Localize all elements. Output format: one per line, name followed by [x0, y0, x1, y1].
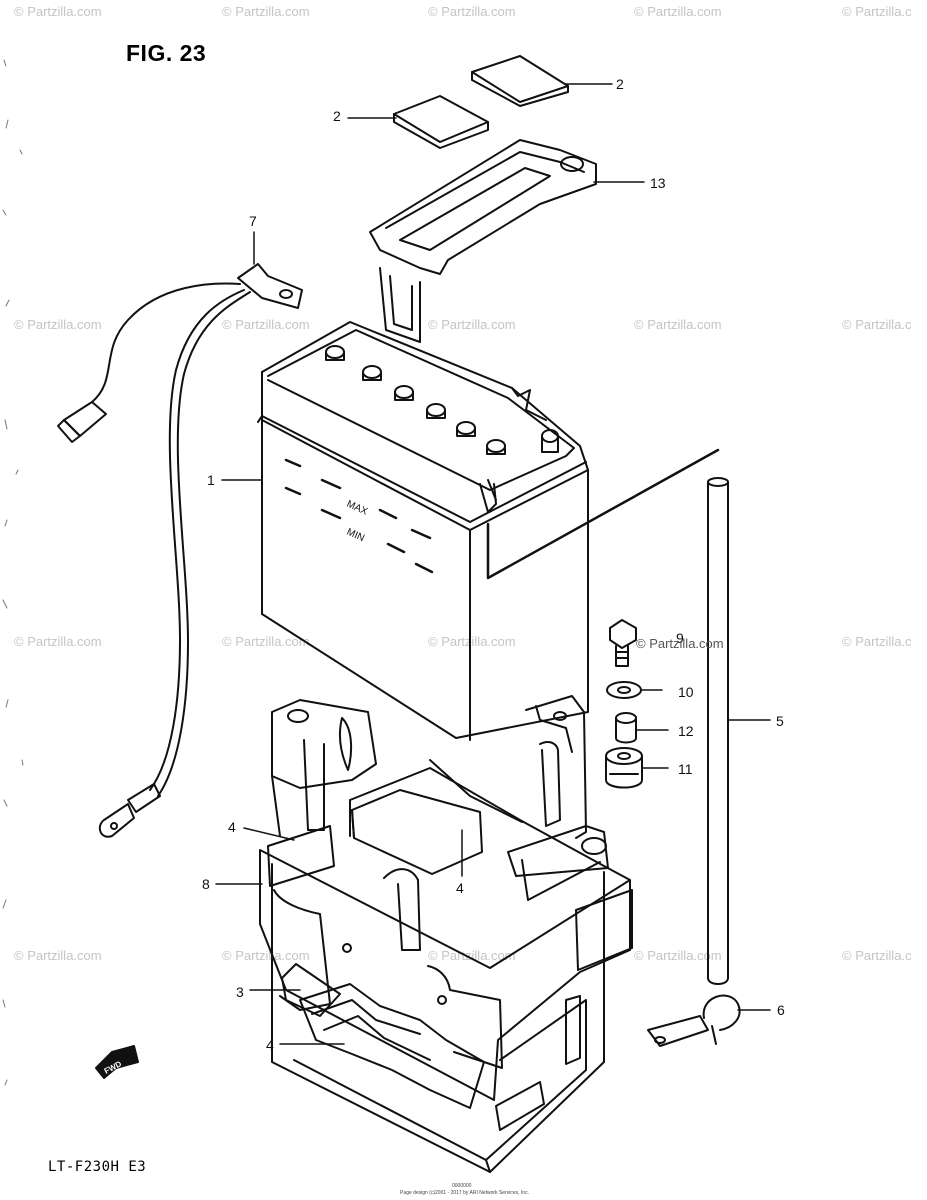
- callout-13[interactable]: 13: [650, 175, 666, 191]
- bolt-watermark: © Partzilla.com: [636, 636, 724, 651]
- pad-part-2-right: [471, 55, 569, 107]
- bolt-part-9: [609, 619, 637, 667]
- breather-tube-part-5: [707, 477, 771, 985]
- battery-terminals: [325, 345, 559, 455]
- callout-8[interactable]: 8: [202, 876, 210, 892]
- battery-max-label: MAX: [345, 499, 370, 518]
- cushion-part-11: [605, 747, 669, 789]
- clamp-part-6: [647, 994, 771, 1047]
- callout-10[interactable]: 10: [678, 684, 694, 700]
- callout-4-center[interactable]: 4: [456, 880, 464, 896]
- footer-code: 0000000: [452, 1183, 472, 1189]
- callout-7[interactable]: 7: [249, 213, 257, 229]
- battery-holder-plate-part-13: [369, 139, 597, 343]
- callout-11[interactable]: 11: [678, 761, 693, 777]
- cushion-part-4-center: [351, 789, 483, 875]
- callout-9[interactable]: 9: [676, 630, 684, 646]
- watermark: © Partzilla.c: [842, 634, 912, 649]
- callout-2-left[interactable]: 2: [333, 108, 341, 124]
- battery-part-1: [257, 321, 720, 741]
- watermark: © Partzilla.com: [634, 948, 722, 963]
- callout-6[interactable]: 6: [777, 1002, 785, 1018]
- model-label: LT-F230H E3: [48, 1159, 147, 1175]
- lead-wire-part-7: [57, 263, 303, 838]
- spacer-part-12: [615, 712, 669, 744]
- cushion-part-4-left: [267, 825, 335, 887]
- battery-level-marks: [284, 458, 434, 574]
- watermark: © Partzilla.com: [222, 634, 310, 649]
- leader-lines: [215, 83, 645, 1045]
- battery-min-label: MIN: [345, 527, 366, 545]
- footer-copyright: Page design (c)2001 - 2017 by ARI Networ…: [400, 1190, 529, 1196]
- watermark: © Partzilla.com: [14, 948, 102, 963]
- callout-1[interactable]: 1: [207, 472, 215, 488]
- watermark: © Partzilla.com: [428, 948, 516, 963]
- figure-title: FIG. 23: [126, 40, 207, 66]
- watermark: © Partzilla.com: [14, 634, 102, 649]
- callout-2-right[interactable]: 2: [616, 76, 624, 92]
- watermark: © Partzilla.com: [222, 4, 310, 19]
- cushion-part-3-lower: [281, 963, 341, 1017]
- scan-edge-marks: [2, 59, 24, 1086]
- pad-part-2-left: [393, 95, 489, 149]
- watermark: © Partzilla.c: [842, 317, 912, 332]
- watermark: © Partzilla.com: [222, 948, 310, 963]
- watermark: © Partzilla.com: [14, 4, 102, 19]
- battery-case-part-8: [259, 695, 633, 1173]
- callout-5[interactable]: 5: [776, 713, 784, 729]
- watermark: © Partzilla.com: [428, 317, 516, 332]
- watermark: © Partzilla.com: [14, 317, 102, 332]
- callout-4-left[interactable]: 4: [228, 819, 236, 835]
- watermark: © Partzilla.com: [428, 634, 516, 649]
- watermark: © Partzilla.com: [634, 4, 722, 19]
- watermark: © Partzilla.com: [428, 4, 516, 19]
- washer-part-10: [606, 681, 663, 699]
- callout-4-bottom[interactable]: 4: [266, 1037, 274, 1053]
- callout-3[interactable]: 3: [236, 984, 244, 1000]
- cushion-part-4-bottom: [299, 983, 485, 1109]
- watermark: © Partzilla.c: [842, 948, 912, 963]
- watermark: © Partzilla.c: [842, 4, 912, 19]
- watermark: © Partzilla.com: [222, 317, 310, 332]
- watermark: © Partzilla.com: [634, 317, 722, 332]
- fwd-arrow-icon: [95, 1045, 139, 1079]
- callout-12[interactable]: 12: [678, 723, 694, 739]
